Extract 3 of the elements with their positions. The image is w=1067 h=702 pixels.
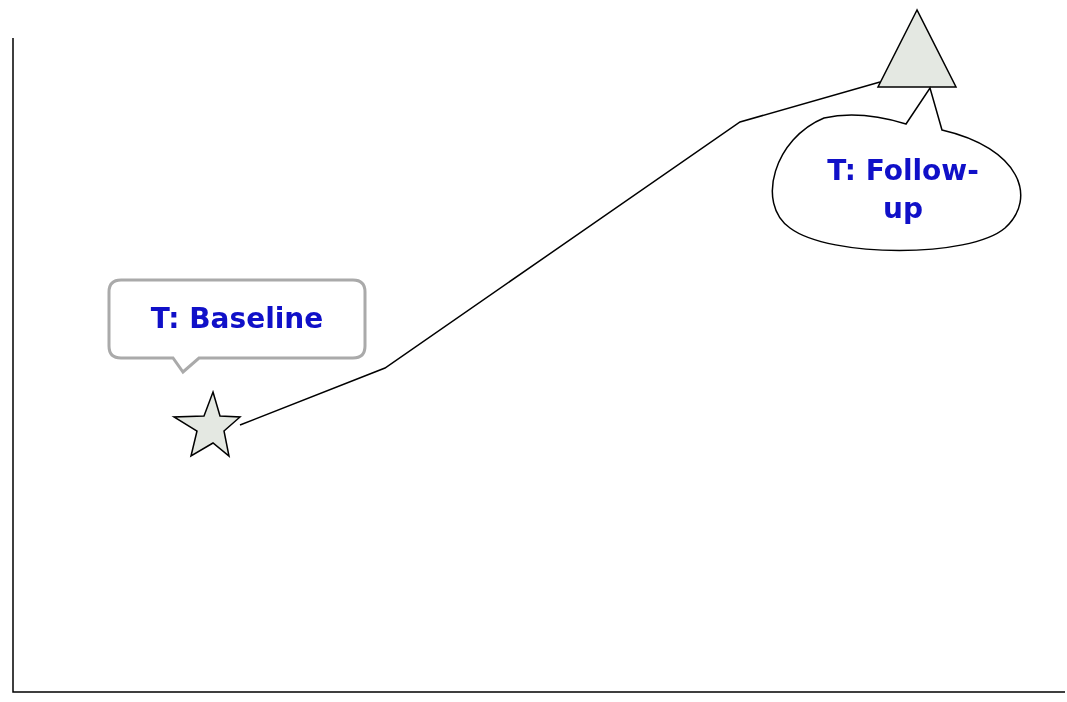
callout-text: T: Follow-up xyxy=(826,153,980,227)
callout-text: T: Baseline xyxy=(149,301,325,337)
connector-line xyxy=(239,81,881,426)
